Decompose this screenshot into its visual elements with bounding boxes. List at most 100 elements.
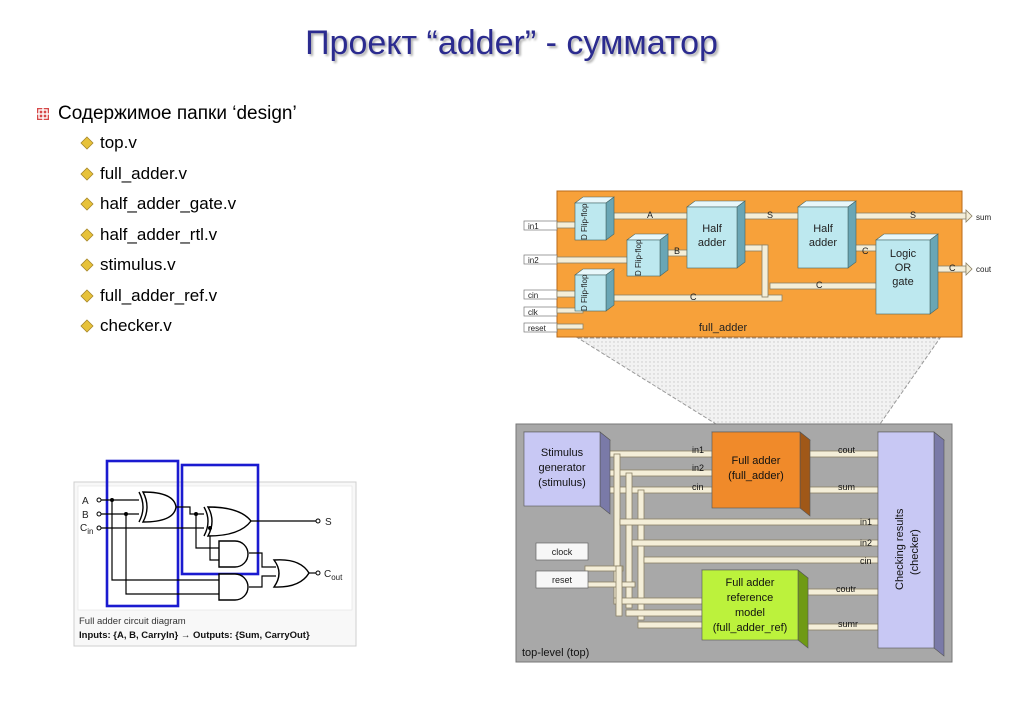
top-pipes [584,450,879,631]
input-cin-label: Cin [80,523,93,536]
label-sumr: sumr [838,619,858,629]
bullet-main: Содержимое папки ‘design’ [36,100,297,128]
internal-wires [556,212,967,330]
svg-text:Full adder: Full adder [732,455,781,467]
circuit-io-line: Inputs: {A, B, CarryIn} → Outputs: {Sum,… [79,630,310,641]
circuit-caption: Full adder circuit diagram [79,616,186,627]
svg-text:adder: adder [809,237,837,249]
signal-c3: C [816,280,823,290]
signal-c4: C [949,263,956,273]
dff-2: D Flip-flop [626,233,669,277]
bus-label-cin: cin [860,556,872,566]
svg-text:Logic: Logic [890,248,917,260]
file-name: full_adder.v [100,163,187,183]
file-name: checker.v [100,316,172,336]
junction-dots [110,498,212,530]
file-item-stimulus: stimulus.v [80,250,297,281]
output-s-label: S [325,517,332,528]
file-name: top.v [100,133,137,153]
port-reset: reset [528,324,547,333]
svg-text:D Flip-flop: D Flip-flop [580,203,589,240]
logic-or-gate: Logic OR gate [875,233,939,315]
input-a-label: A [82,496,89,507]
port-cin: cin [528,291,538,300]
signal-a: A [647,210,653,220]
top-caption: top-level (top) [522,647,589,659]
svg-text:adder: adder [698,237,726,249]
label-cin: cin [692,482,704,492]
label-in2: in2 [692,463,704,473]
svg-text:generator: generator [538,462,585,474]
svg-text:D Flip-flop: D Flip-flop [580,274,589,311]
bullet-list: Содержимое папки ‘design’ top.v full_add… [36,100,297,342]
svg-text:OR: OR [895,262,912,274]
dff-1: D Flip-flop [574,196,615,241]
half-adder-2: Half adder [797,200,857,269]
diamond-bullet-icon [80,167,94,181]
diamond-bullet-icon [80,319,94,333]
svg-text:Checking results: Checking results [894,508,906,590]
svg-text:clock: clock [552,547,573,557]
file-item-full-adder-ref: full_adder_ref.v [80,281,297,312]
port-in2: in2 [528,256,539,265]
half-adder-highlight-1 [105,459,180,608]
and-gates [218,540,249,601]
full-adder-block: Full adder (full_adder) [711,431,811,517]
svg-text:(full_adder_ref): (full_adder_ref) [713,622,788,634]
svg-text:Stimulus: Stimulus [541,447,584,459]
signal-s1: S [767,210,773,220]
svg-text:(checker): (checker) [909,529,921,575]
reset-source: reset [535,570,589,589]
clock-source: clock [535,542,589,561]
file-name: half_adder_gate.v [100,194,237,214]
label-sum: sum [838,482,855,492]
svg-text:model: model [735,607,765,619]
port-in1: in1 [528,222,539,231]
diamond-bullet-icon [80,197,94,211]
svg-text:reference: reference [727,592,773,604]
full-adder-diagram: in1 in2 cin clk reset [523,190,992,338]
diamond-bullet-icon [80,289,94,303]
bullet-main-text: Содержимое папки ‘design’ [58,103,297,124]
label-in1: in1 [692,445,704,455]
dff-3: D Flip-flop [574,268,615,312]
svg-text:(full_adder): (full_adder) [728,470,784,482]
diamond-bullet-icon [80,258,94,272]
circuit-figure: A B Cin S Cout Full adder circuit diagra… [73,459,357,647]
xor-gates [138,491,252,537]
file-item-checker: checker.v [80,311,297,342]
diamond-bullet-icon [80,228,94,242]
slide-title: Проект “adder” - сумматор [305,24,718,62]
file-name: full_adder_ref.v [100,285,218,305]
input-ports: in1 in2 cin clk reset [523,220,558,333]
file-name: half_adder_rtl.v [100,224,218,244]
file-item-half-adder-gate: half_adder_gate.v [80,189,297,220]
file-item-half-adder-rtl: half_adder_rtl.v [80,220,297,251]
full-adder-caption: full_adder [699,322,748,334]
square-bullet-icon [37,108,49,120]
bus-label-in1: in1 [860,517,872,527]
reference-model-block: Full adder reference model (full_adder_r… [701,569,809,649]
svg-text:D Flip-flop: D Flip-flop [634,239,643,276]
svg-text:Half: Half [702,223,723,235]
output-cout-label: Cout [324,569,343,582]
file-name: stimulus.v [100,255,176,275]
svg-text:(stimulus): (stimulus) [538,477,586,489]
zoom-connector [576,337,941,425]
bus-label-in2: in2 [860,538,872,548]
diamond-bullet-icon [80,136,94,150]
stimulus-generator: Stimulus generator (stimulus) [523,431,611,515]
top-level-diagram: Stimulus generator (stimulus) Full adder… [515,423,953,663]
checker-block: Checking results (checker) [877,431,945,657]
file-item-top: top.v [80,128,297,159]
wire-arrowheads [965,209,973,276]
output-cout: cout [976,265,992,274]
half-adder-1: Half adder [686,200,746,269]
signal-c1: C [690,292,697,302]
label-cout: cout [838,445,856,455]
terminals [96,497,321,576]
input-b-label: B [82,510,89,521]
svg-text:reset: reset [552,575,573,585]
signal-b: B [674,246,680,256]
